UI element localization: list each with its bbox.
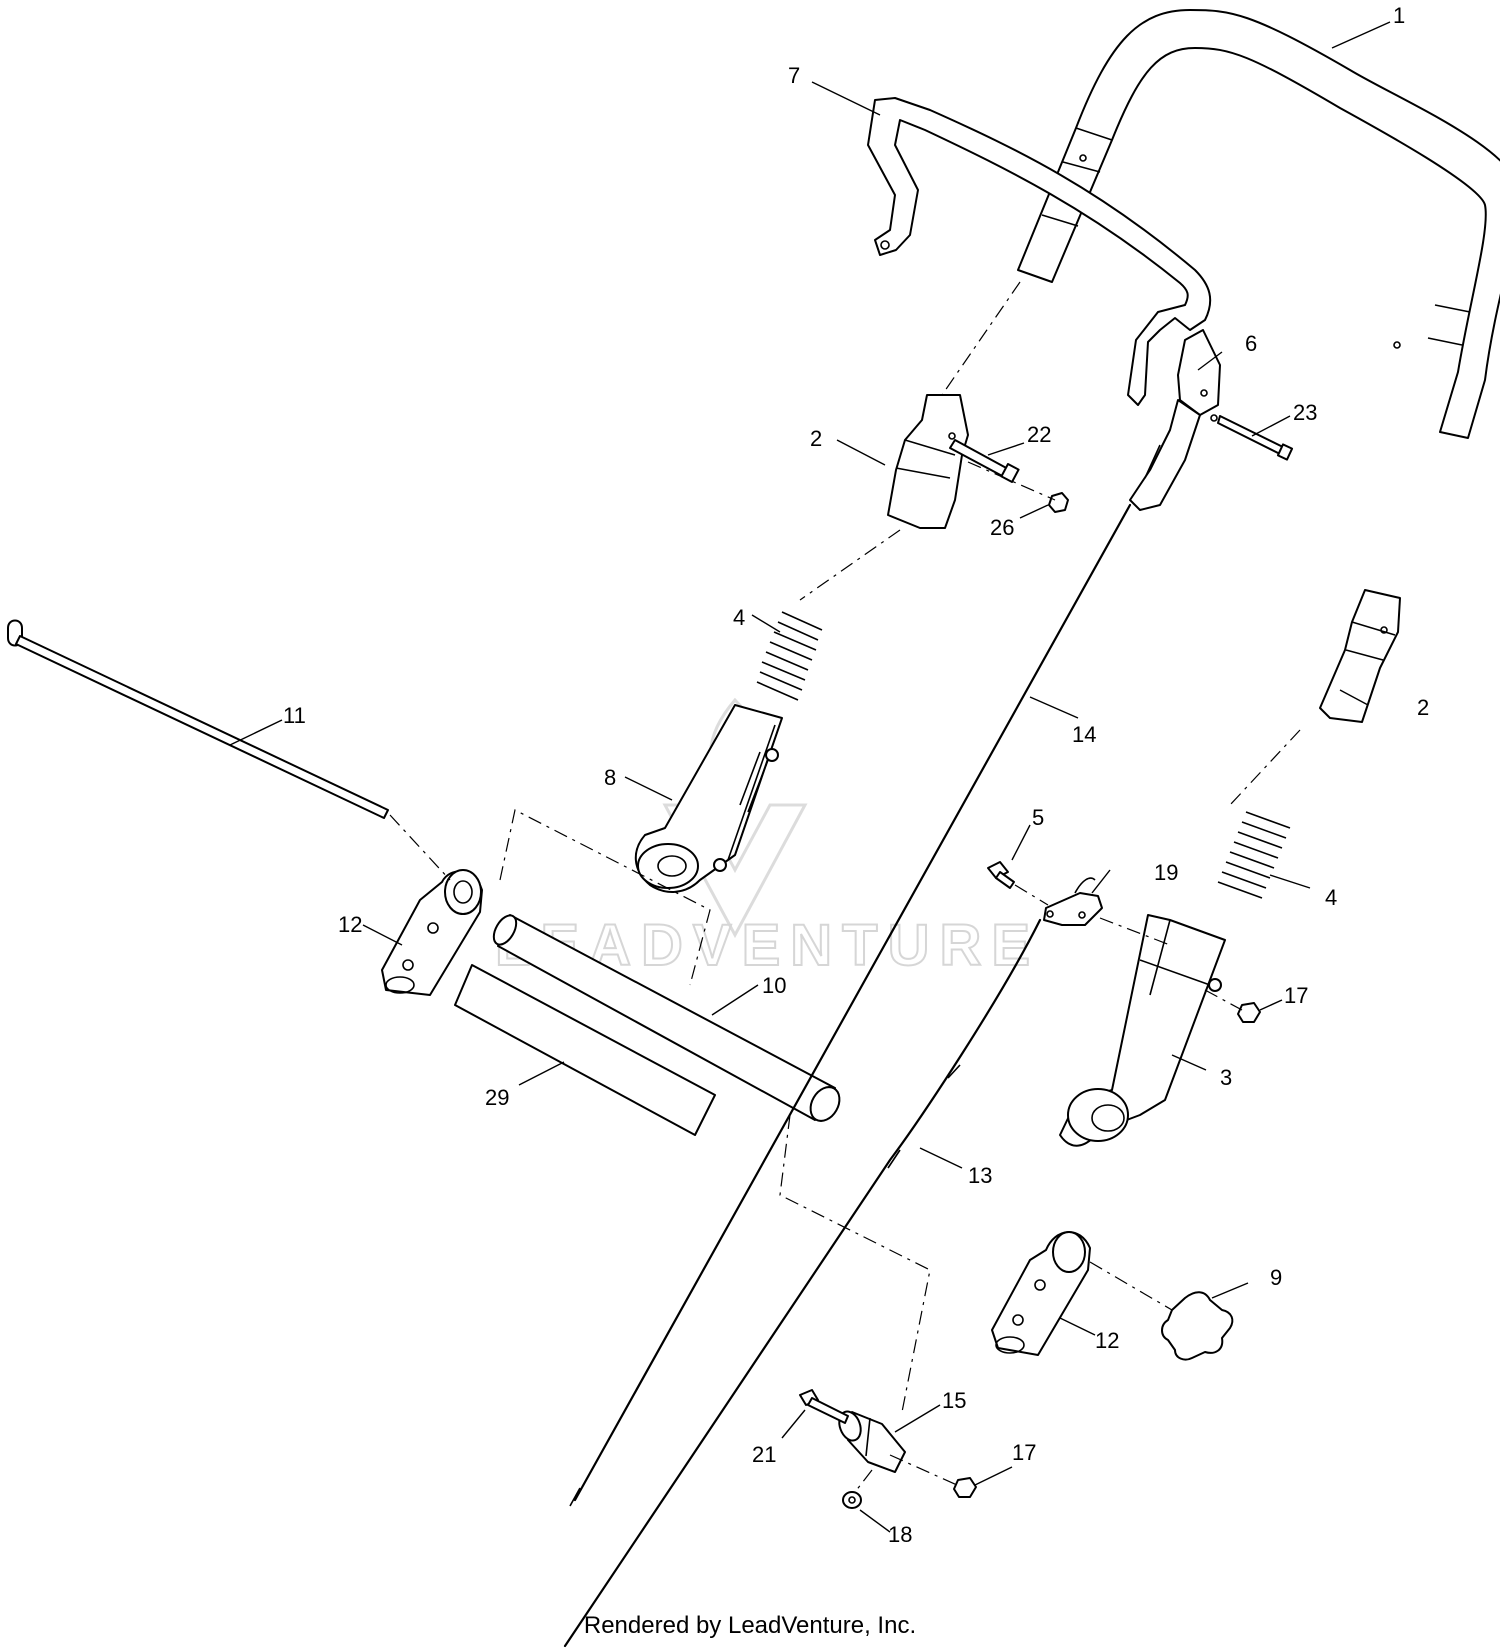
callout-26: 26 xyxy=(990,515,1014,540)
callout-6: 6 xyxy=(1245,331,1257,356)
part-2-right-handle-socket xyxy=(1319,589,1401,723)
part-19-cable-bracket xyxy=(1043,877,1103,926)
callout-1: 1 xyxy=(1393,3,1405,28)
callout-4-right: 4 xyxy=(1325,885,1337,910)
part-1-upper-handle xyxy=(1017,9,1500,439)
callout-3: 3 xyxy=(1220,1065,1232,1090)
callout-14: 14 xyxy=(1072,722,1096,747)
leader-lines xyxy=(229,21,1391,1533)
callout-5: 5 xyxy=(1032,805,1044,830)
callout-2-right: 2 xyxy=(1417,695,1429,720)
callout-2-upper: 2 xyxy=(810,426,822,451)
part-14-control-cable xyxy=(569,503,1132,1507)
callout-10: 10 xyxy=(762,973,786,998)
part-17-right-nut xyxy=(1237,1002,1261,1023)
callout-19: 19 xyxy=(1154,860,1178,885)
callout-21: 21 xyxy=(752,1442,776,1467)
part-21-bolt xyxy=(799,1389,849,1424)
part-6-control-bracket xyxy=(1129,329,1221,511)
part-8-left-arm xyxy=(634,704,783,893)
callout-4-upper: 4 xyxy=(733,605,745,630)
part-18-washer xyxy=(842,1491,862,1509)
callout-15: 15 xyxy=(942,1388,966,1413)
part-15-cable-clamp xyxy=(838,1410,906,1473)
callout-11: 11 xyxy=(283,703,306,728)
callout-12-left: 12 xyxy=(338,912,362,937)
part-11-long-rod xyxy=(7,619,389,819)
callout-13: 13 xyxy=(968,1163,992,1188)
callout-23: 23 xyxy=(1293,400,1317,425)
part-17-lower-nut xyxy=(953,1477,977,1498)
part-2-upper-handle-socket xyxy=(887,394,969,529)
callout-17-right: 17 xyxy=(1284,983,1308,1008)
callout-29: 29 xyxy=(485,1085,509,1110)
part-3-right-arm xyxy=(1059,914,1226,1147)
callout-labels: 1 7 6 23 2 22 26 4 14 8 11 2 5 19 4 12 1… xyxy=(283,3,1429,1547)
part-5-bolt xyxy=(987,861,1015,889)
part-4-upper-spring xyxy=(756,611,823,701)
part-12-lower-bracket xyxy=(991,1231,1091,1356)
part-9-star-knob xyxy=(1161,1291,1234,1361)
part-23-pin xyxy=(1217,415,1294,461)
part-7-bail-bar xyxy=(867,97,1212,406)
part-26-nut xyxy=(1048,492,1069,513)
callout-7: 7 xyxy=(788,63,800,88)
part-4-right-spring xyxy=(1217,811,1291,899)
callout-22: 22 xyxy=(1027,422,1051,447)
callout-18: 18 xyxy=(888,1522,912,1547)
callout-17-lower: 17 xyxy=(1012,1440,1036,1465)
assembly-centerlines xyxy=(389,281,1301,1493)
part-29-grip-sleeve xyxy=(454,964,716,1136)
footer-credit: Rendered by LeadVenture, Inc. xyxy=(583,1612,917,1639)
part-13-drive-cable xyxy=(563,918,1042,1648)
callout-9: 9 xyxy=(1270,1265,1282,1290)
callout-8: 8 xyxy=(604,765,616,790)
part-12-left-bracket xyxy=(381,869,483,996)
part-10-crossbar-tube xyxy=(492,914,841,1122)
callout-12-lower: 12 xyxy=(1095,1328,1119,1353)
